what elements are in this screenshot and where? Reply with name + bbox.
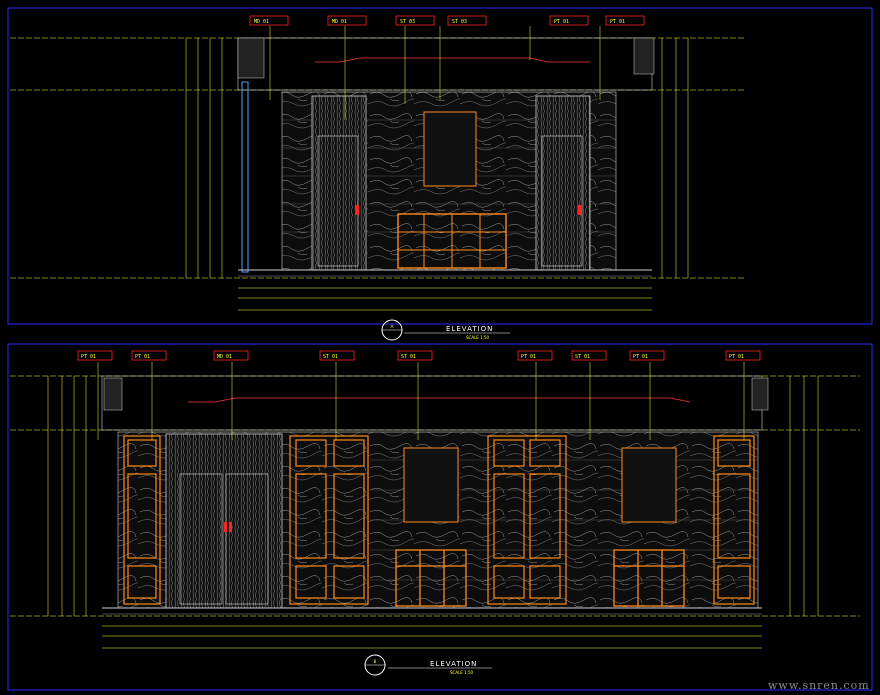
wood-panel-column-3 (487, 435, 567, 605)
vertical-dimensions-a (185, 38, 689, 278)
watermark: www.snren.com (768, 679, 870, 692)
wood-panel-column-2 (289, 435, 369, 605)
tag-b-9: PT 01 (729, 354, 744, 360)
wall-artwork-b-1 (403, 447, 459, 523)
glass-partition-a (241, 81, 249, 273)
tag-a-5: PT 01 (554, 19, 569, 25)
ceiling-soffit-a (237, 37, 653, 91)
door-left-a (311, 95, 367, 271)
wall-artwork-b-2 (621, 447, 677, 523)
material-leaders-a (269, 26, 601, 120)
door-left-panel-a (317, 135, 359, 267)
material-tags-a: MD 01 MD 01 ST 03 ST 03 PT 01 PT 01 (249, 15, 645, 26)
material-leaders-b (97, 362, 745, 440)
panel-b-frame (7, 343, 873, 691)
elevation-scale-a: SCALE 1:50 (466, 335, 490, 340)
cornice-profile-a (315, 57, 590, 63)
door-right-a (535, 95, 591, 271)
sideboard-cabinet-a (397, 213, 507, 269)
ceiling-soffit-b (101, 375, 763, 431)
door-left-handle-a (355, 205, 359, 215)
title-block-a: A ELEVATION SCALE 1:50 (381, 319, 510, 341)
structural-column-right-a (633, 37, 655, 75)
structural-column-left-a (237, 37, 265, 79)
tag-b-5: ST 01 (401, 354, 416, 360)
horizontal-dimensions-a (238, 287, 652, 311)
tag-b-2: PT 01 (135, 354, 150, 360)
elevation-scale-b: SCALE 1:50 (450, 670, 474, 675)
wood-panel-column-4 (713, 435, 755, 605)
elevation-number-a: A (391, 324, 394, 329)
wall-artwork-a (423, 111, 477, 187)
horizontal-dimensions-b (102, 625, 762, 649)
panel-a-frame (7, 7, 873, 325)
double-door-b (165, 433, 283, 609)
tag-b-6: PT 01 (521, 354, 536, 360)
material-tags-b: PT 01 PT 01 MD 01 ST 01 ST 01 PT 01 ST 0… (77, 350, 761, 361)
elevation-number-b: B (374, 659, 377, 664)
sideboard-cabinet-b-2 (613, 549, 685, 607)
tag-a-3: ST 03 (400, 19, 415, 25)
tag-b-3: MD 01 (217, 354, 232, 360)
sideboard-cabinet-b-1 (395, 549, 467, 607)
cornice-profile-b (188, 397, 691, 403)
structural-column-left-b (103, 377, 123, 411)
elevation-title-a: ELEVATION (446, 325, 493, 333)
tag-a-2: MD 01 (332, 19, 347, 25)
elevation-title-b: ELEVATION (430, 660, 477, 668)
vertical-dimensions-b (47, 376, 819, 616)
tag-a-6: PT 01 (610, 19, 625, 25)
wood-panel-column-1 (123, 435, 161, 605)
tag-a-1: MD 01 (254, 19, 269, 25)
tag-b-4: ST 01 (323, 354, 338, 360)
door-right-handle-a (578, 205, 582, 215)
title-block-b: B ELEVATION SCALE 1:50 (364, 654, 492, 676)
tag-a-4: ST 03 (452, 19, 467, 25)
tag-b-8: PT 01 (633, 354, 648, 360)
tag-b-1: PT 01 (81, 354, 96, 360)
structural-column-right-b (751, 377, 769, 411)
door-right-panel-a (541, 135, 583, 267)
tag-b-7: ST 01 (575, 354, 590, 360)
